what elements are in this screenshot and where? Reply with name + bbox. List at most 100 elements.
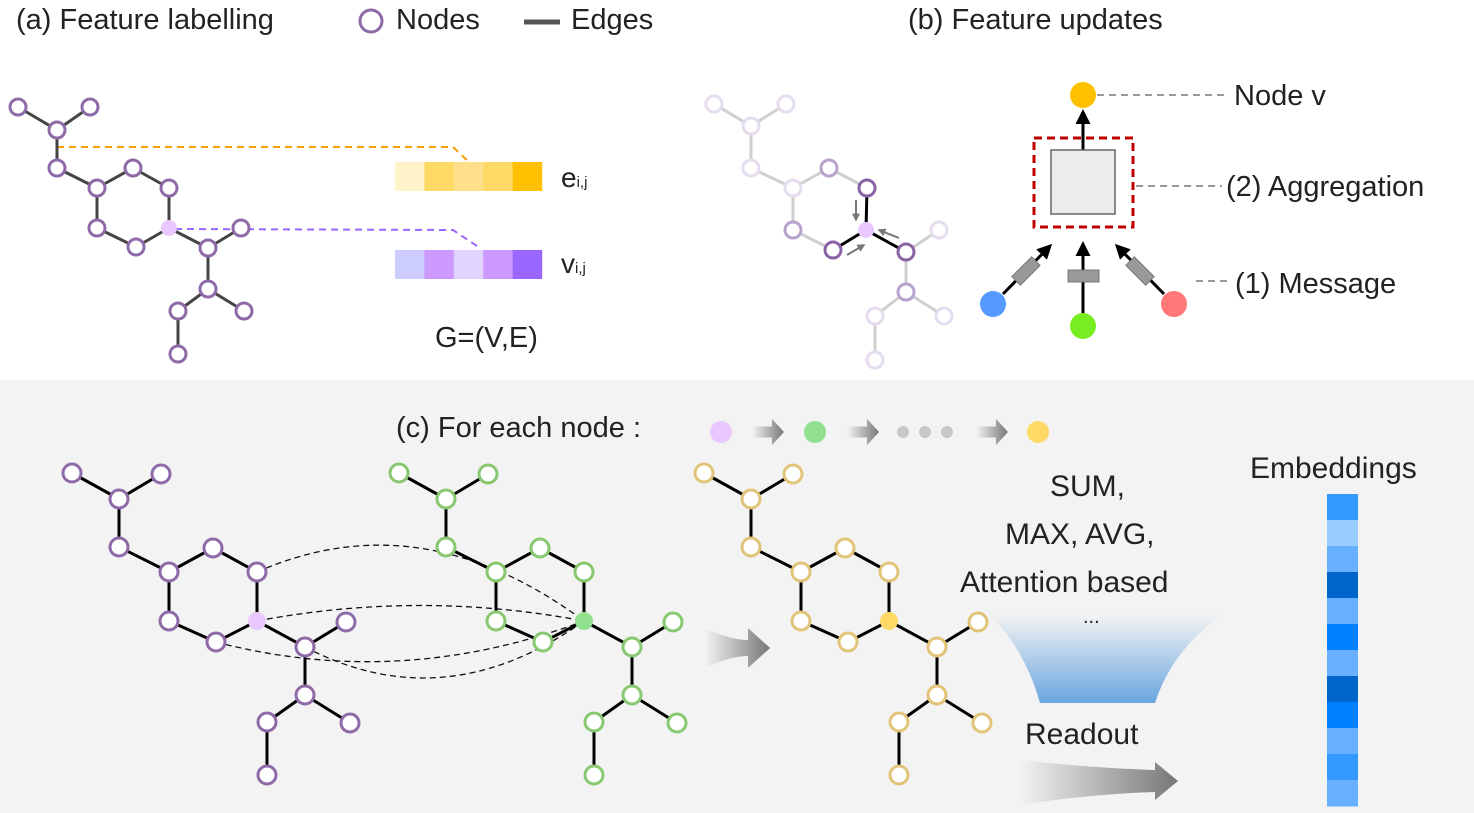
graph-node: [435, 488, 457, 510]
graph-node: [888, 764, 910, 786]
sequence-node-last: [1027, 421, 1049, 443]
edge-vector-subscript: i,j: [576, 174, 588, 191]
sequence-arrow-icon: [847, 418, 879, 446]
embedding-cell: [1327, 494, 1358, 521]
graph-node: [198, 279, 218, 299]
graph-node: [837, 631, 859, 653]
graph-node: [865, 350, 885, 370]
graph-node: [168, 301, 188, 321]
legend-node-icon: [358, 8, 384, 34]
graph-node: [168, 344, 188, 364]
graph-node: [896, 242, 916, 262]
graph-node: [573, 561, 595, 583]
graph-node: [790, 610, 812, 632]
sequence-node-1: [710, 421, 732, 443]
readout-op-ellipsis: ...: [1083, 606, 1100, 628]
message-label: (1) Message: [1235, 268, 1397, 300]
embedding-cell: [1327, 780, 1358, 807]
neighbor-node-red: [1161, 291, 1187, 317]
graph-node: [888, 711, 910, 733]
graph-node: [256, 764, 278, 786]
graph-node: [790, 561, 812, 583]
graph-node: [741, 158, 761, 178]
edge-feature-cell: [512, 162, 543, 191]
graph-node: [80, 97, 100, 117]
edge-feature-cell: [424, 162, 454, 191]
embedding-cell: [1327, 702, 1358, 729]
node-leader-line: [174, 228, 478, 247]
sequence-ellipsis-dot: [897, 426, 909, 438]
sequence-arrow-icon: [976, 418, 1008, 446]
graph-node: [123, 158, 143, 178]
node-feature-cell: [512, 250, 543, 279]
node-vector-symbol: v: [561, 248, 575, 279]
node-v-circle: [1070, 82, 1096, 108]
embedding-cell: [1327, 546, 1358, 573]
panel-b-title: (b) Feature updates: [908, 4, 1163, 36]
graph-node: [926, 684, 948, 706]
graph-definition-label: G=(V,E): [435, 322, 538, 354]
sequence-node-2: [804, 421, 826, 443]
embeddings-label: Embeddings: [1250, 452, 1417, 485]
readout-label: Readout: [1025, 718, 1139, 751]
center-node: [858, 222, 874, 238]
sequence-ellipsis-dot: [941, 426, 953, 438]
node-v-label: Node v: [1234, 80, 1326, 112]
edge-feature-cell: [453, 162, 484, 191]
center-node: [161, 220, 177, 236]
center-node: [575, 612, 593, 630]
node-vector-subscript: i,j: [575, 260, 586, 277]
graph-node: [47, 158, 67, 178]
graph-node: [150, 463, 172, 485]
correspondence-arc: [256, 604, 585, 622]
graph-node: [740, 536, 762, 558]
readout-op-attention: Attention based: [960, 566, 1169, 599]
graph-node: [435, 536, 457, 558]
graph-node: [158, 561, 180, 583]
readout-arrow-icon: [1020, 760, 1178, 805]
panel-c-title: (c) For each node :: [396, 412, 641, 444]
legend-edges-label: Edges: [571, 4, 654, 36]
sequence-arrow-icon: [752, 418, 784, 446]
message-weight-left: [1011, 256, 1041, 286]
graph-node: [662, 611, 684, 633]
graph-node: [87, 218, 107, 238]
graph-node: [532, 631, 554, 653]
message-arrow-icon: [877, 228, 900, 239]
graph-node: [878, 561, 900, 583]
graph-node: [929, 220, 949, 240]
readout-funnel: [990, 615, 1222, 703]
embedding-cell: [1327, 572, 1358, 599]
graph-node: [108, 488, 130, 510]
readout-op-sum: SUM,: [1050, 470, 1125, 503]
embedding-cell: [1327, 728, 1358, 755]
graph-node: [621, 636, 643, 658]
message-weight-center: [1067, 269, 1100, 283]
edge-vector-symbol: e: [561, 162, 577, 193]
graph-node: [896, 282, 916, 302]
embedding-cell: [1327, 676, 1358, 703]
graph-node: [741, 116, 761, 136]
graph-node: [108, 536, 130, 558]
embedding-cell: [1327, 624, 1358, 651]
panel-a-title: (a) Feature labelling: [16, 4, 274, 36]
aggregation-dashed-box: [1032, 136, 1135, 229]
graph-node: [246, 561, 268, 583]
aggregation-function-box: [1050, 149, 1116, 215]
transition-arrow-icon: [705, 628, 770, 668]
embedding-cell: [1327, 650, 1358, 677]
node-feature-cell: [395, 250, 425, 279]
message-weight-right: [1125, 256, 1155, 286]
embedding-cell: [1327, 598, 1358, 625]
graph-node: [782, 463, 804, 485]
node-feature-cell: [453, 250, 484, 279]
center-node: [880, 612, 898, 630]
graph-node: [621, 684, 643, 706]
graph-node: [529, 537, 551, 559]
graph-node: [388, 462, 410, 484]
graph-node: [256, 711, 278, 733]
graph-node: [335, 611, 357, 633]
graph-node: [967, 611, 989, 633]
legend-nodes-label: Nodes: [396, 4, 480, 36]
